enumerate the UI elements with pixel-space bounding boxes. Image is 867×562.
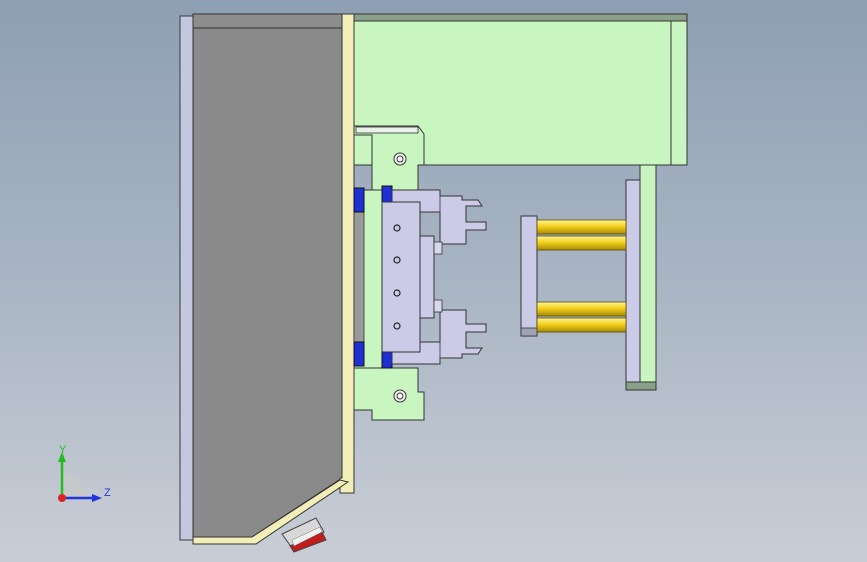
triad-plane-icon [62,474,86,498]
linkage-center[interactable] [419,235,435,319]
blue-spacer-bottom-right[interactable] [381,351,393,369]
guide-rod-2[interactable] [536,235,627,251]
z-axis-label: Z [104,487,111,499]
right-plate-base [625,381,657,391]
gripper-mechanism[interactable] [381,189,487,365]
frame-bottom-edge[interactable] [192,479,350,545]
guide-rod-1[interactable] [536,219,627,235]
gripper-upper-jaw[interactable] [391,189,487,245]
housing-body[interactable] [192,27,343,538]
bolt-hole-icon [393,289,401,297]
bolt-hole-icon [393,322,401,330]
linkage-pin-lower[interactable] [433,299,443,313]
blue-spacer-bottom-left[interactable] [353,341,365,367]
y-axis-label: Y [59,444,67,456]
linkage-pin-upper[interactable] [433,241,443,255]
bushing-icon[interactable] [281,517,327,553]
right-mount-plate-lavender[interactable] [625,179,641,391]
inner-grey-slot [353,211,365,343]
y-arrow-head-icon [58,452,66,462]
upper-clamp-bracket[interactable] [353,125,425,191]
coordinate-triad: Y Z [58,444,111,502]
bolt-hole-icon [393,389,407,403]
gripper-base-block[interactable] [381,201,421,353]
frame-side-edge[interactable] [339,13,355,494]
guide-rod-3[interactable] [536,301,627,317]
gripper-lower-jaw[interactable] [391,309,487,365]
guide-rod-4[interactable] [536,317,627,333]
x-axis-origin-icon [58,494,66,502]
housing-top-rail[interactable] [192,13,344,29]
bolt-hole-icon [393,256,401,264]
z-arrow-head-icon [92,494,102,502]
back-plate[interactable] [179,15,194,541]
cylinder-end-plate[interactable] [520,215,538,337]
end-plate-bottom-edge [520,327,538,337]
lower-clamp-bracket[interactable] [353,367,425,421]
bolt-hole-icon [393,224,401,232]
blue-spacer-top-right[interactable] [381,185,393,203]
upper-box-top-band [353,13,688,22]
right-mount-plate-green[interactable] [639,164,657,386]
bolt-hole-icon [393,152,407,166]
blue-spacer-top-left[interactable] [353,187,365,213]
